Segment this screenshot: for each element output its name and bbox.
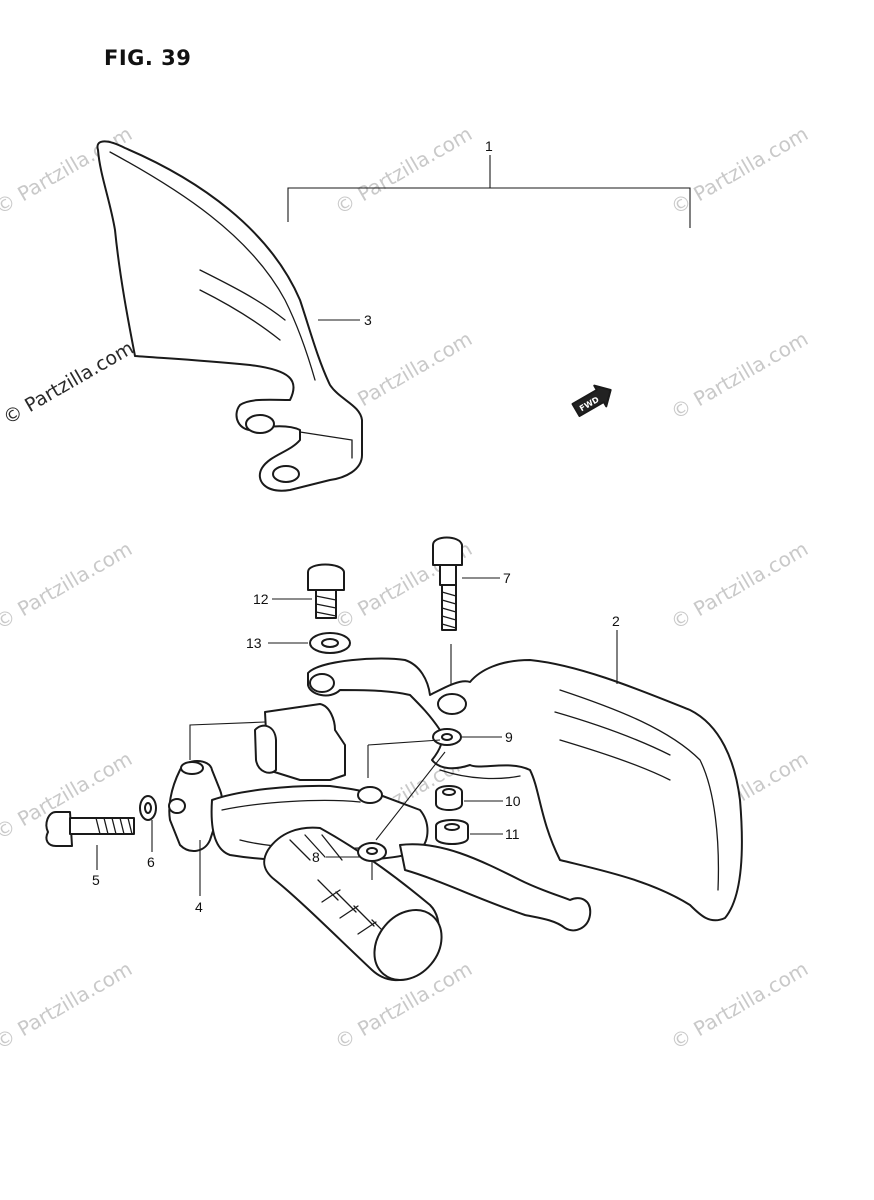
watermark: © Partzilla.com [667, 326, 813, 424]
figure-title: FIG. 39 [104, 46, 192, 70]
callout-10: 10 [505, 793, 521, 809]
watermark: © Partzilla.com [667, 536, 813, 634]
watermark: © Partzilla.com [667, 121, 813, 219]
watermark-prominent: © Partzilla.com [0, 337, 137, 429]
watermark: © Partzilla.com [0, 536, 136, 634]
screw-8: 8 [312, 739, 446, 880]
washer-13: 13 [246, 632, 351, 654]
watermark: © Partzilla.com [667, 956, 813, 1054]
assembly-bracket: 1 [287, 138, 691, 228]
callout-2: 2 [612, 613, 620, 629]
nut-11: 11 [435, 819, 520, 845]
hand-guard-lower: 2 [307, 613, 743, 922]
hand-guard-upper: 3 [96, 140, 372, 492]
nut-10: 10 [435, 785, 521, 811]
callout-1: 1 [485, 138, 493, 154]
fwd-arrow-icon: FWD [571, 384, 612, 418]
callout-8: 8 [312, 849, 320, 865]
callout-5: 5 [92, 872, 100, 888]
bolt-7: 7 [432, 536, 511, 705]
callout-4: 4 [195, 899, 203, 915]
washer-9: 9 [432, 728, 513, 746]
watermark: © Partzilla.com [331, 121, 477, 219]
callout-11: 11 [505, 826, 520, 842]
watermark: © Partzilla.com [0, 956, 136, 1054]
lever-holder-4: 4 [168, 703, 429, 915]
callout-3: 3 [364, 312, 372, 328]
callout-12: 12 [253, 591, 269, 607]
callout-6: 6 [147, 854, 155, 870]
bolt-5: 5 [45, 811, 135, 888]
callout-7: 7 [503, 570, 511, 586]
handlebar-grip [263, 826, 443, 982]
lever [399, 843, 592, 932]
callout-13: 13 [246, 635, 262, 651]
callout-9: 9 [505, 729, 513, 745]
washer-6: 6 [139, 795, 157, 870]
bolt-12: 12 [253, 563, 345, 619]
